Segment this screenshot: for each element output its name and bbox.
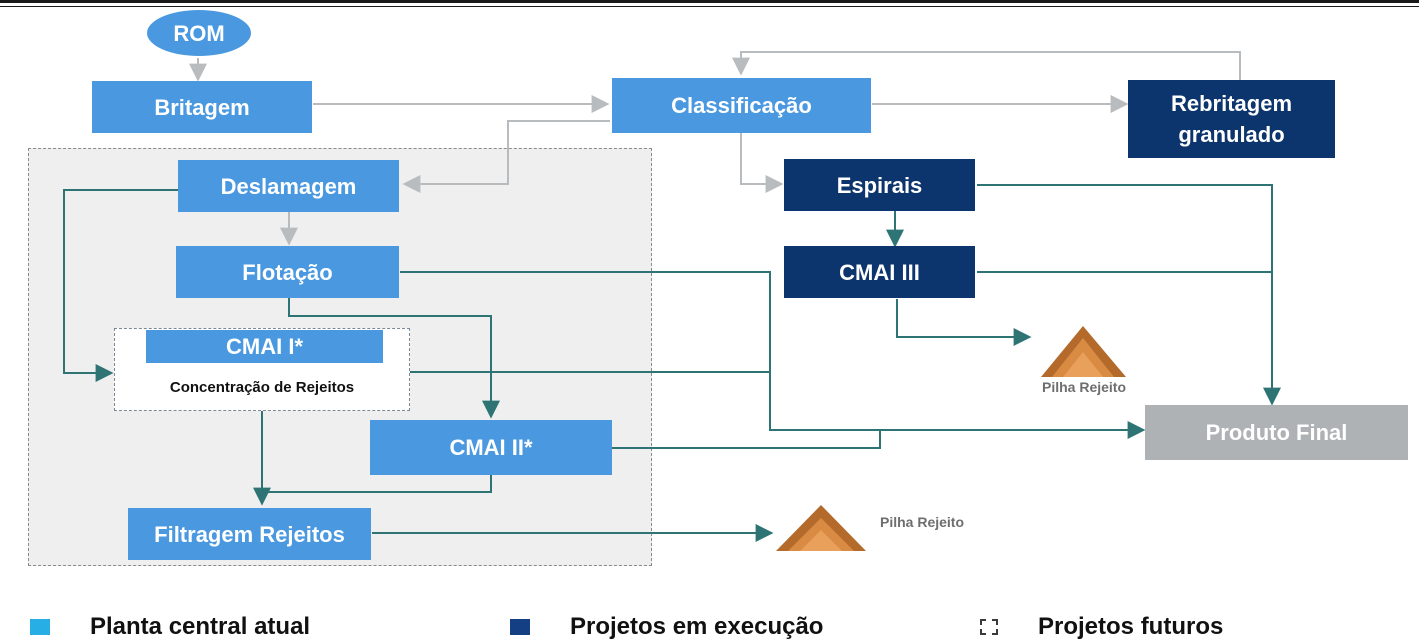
pilha-rejeito-upper-label: Pilha Rejeito: [1042, 379, 1127, 395]
legend-future-projects: Projetos futuros: [980, 613, 1223, 641]
top-border-line: [0, 0, 1419, 3]
deslamagem-node: Deslamagem: [178, 160, 399, 212]
rebritagem-recycle-connector: [732, 51, 1241, 80]
legend-current-label: Planta central atual: [90, 613, 311, 640]
rebritagem-granulado-node: Rebritagem granulado: [1128, 80, 1335, 158]
produto-final-node: Produto Final: [1145, 405, 1408, 460]
pilha-rejeito-lower-label: Pilha Rejeito: [880, 514, 965, 530]
flotacao-to-produto-connector: [400, 271, 1146, 439]
rom-node: ROM: [147, 10, 251, 56]
legend-execution-projects: Projetos em execução: [510, 613, 823, 641]
espirais-to-produto-connector: [977, 184, 1281, 406]
legend-future-swatch: [980, 619, 998, 635]
legend-current-plant: Planta central atual: [30, 613, 310, 641]
cmai3-node: CMAI III: [784, 246, 975, 298]
britagem-node: Britagem: [92, 81, 312, 133]
classificacao-to-espirais-connector: [740, 133, 784, 193]
cmai2-to-filtragem-connector: [262, 475, 492, 493]
legend-current-swatch: [30, 619, 50, 635]
tailings-pile-upper-icon: [1041, 326, 1126, 377]
filtragem-rejeitos-node: Filtragem Rejeitos: [128, 508, 371, 560]
tailings-pile-lower-icon: [776, 505, 866, 551]
legend-future-label: Projetos futuros: [1038, 613, 1224, 640]
cmai1-subtitle: Concentração de Rejeitos: [169, 378, 355, 396]
flotacao-to-cmai2-connector: [288, 298, 500, 419]
deslamagem-to-cmai1-connector: [63, 189, 180, 382]
legend-execution-swatch: [510, 619, 530, 635]
espirais-node: Espirais: [784, 159, 975, 211]
legend-execution-label: Projetos em execução: [570, 613, 824, 640]
cmai1-node: CMAI I*: [146, 330, 383, 363]
cmai3-to-pile-connector: [896, 299, 1032, 346]
top-border-thin-line: [0, 6, 1419, 7]
cmai2-to-produto-connector: [612, 430, 881, 449]
classificacao-to-deslamagem-connector: [402, 120, 610, 193]
classificacao-node: Classificação: [612, 78, 871, 133]
flotacao-node: Flotação: [176, 246, 399, 298]
cmai2-node: CMAI II*: [370, 420, 612, 475]
